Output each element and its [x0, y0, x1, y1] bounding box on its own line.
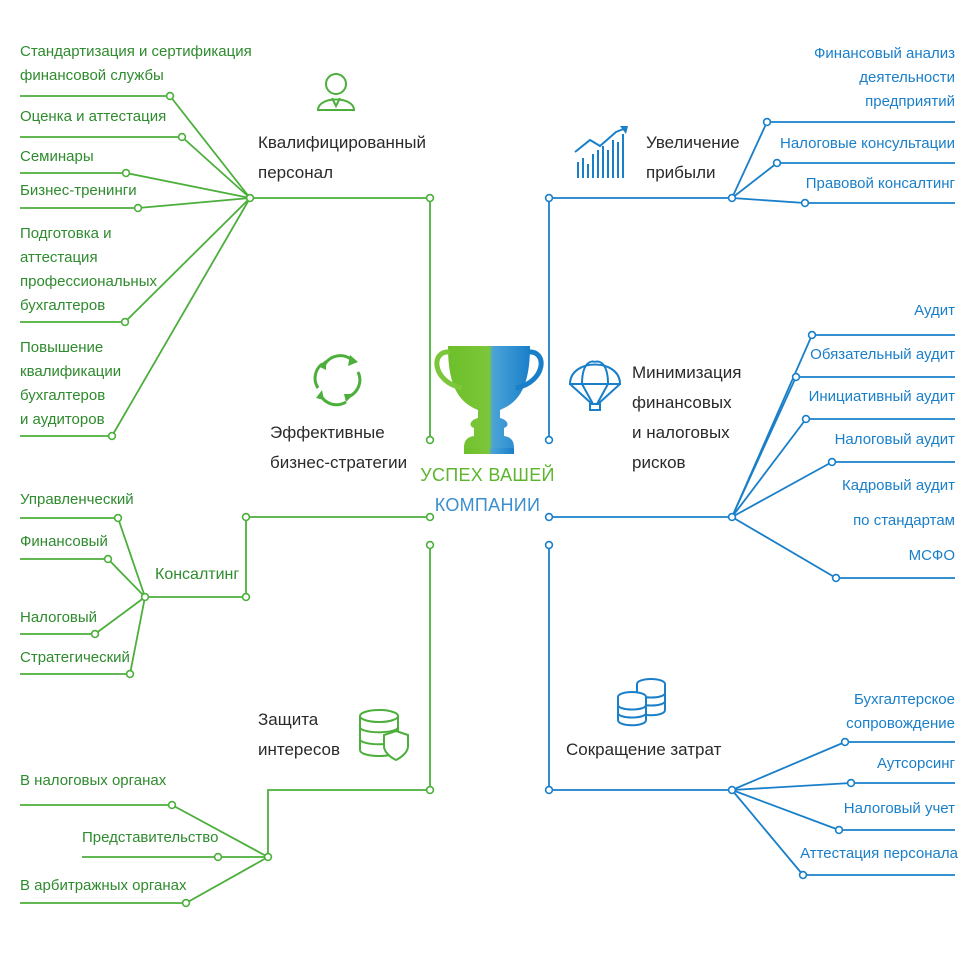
list-item: Аутсорсинг: [876, 755, 955, 772]
business-strategies-title: Эффективные бизнес-стратегии: [270, 423, 408, 472]
list-item: Повышение квалификации бухгалтеров и ауд…: [20, 339, 122, 428]
person-icon: [316, 73, 356, 111]
parachute-icon: [568, 360, 622, 411]
refresh-icon: [313, 354, 362, 407]
consulting-label: Консалтинг: [155, 566, 240, 583]
list-item: МСФО: [908, 547, 955, 564]
list-item: В арбитражных органах: [20, 877, 187, 894]
list-item: Стратегический: [20, 649, 130, 666]
list-item: Налоговый аудит: [834, 431, 955, 448]
list-item: Управленческий: [20, 491, 134, 508]
list-item: Оценка и аттестация: [20, 108, 167, 125]
list-item: Аттестация персонала: [800, 845, 958, 862]
list-item: В налоговых органах: [20, 772, 167, 789]
coins-stack-icon: [617, 678, 666, 727]
list-item: Обязательный аудит: [810, 346, 955, 363]
list-item: по стандартам: [853, 512, 955, 529]
database-shield-icon: [359, 709, 409, 762]
cost-reduction-title: Сокращение затрат: [566, 740, 722, 759]
list-item: Подготовка и аттестация профессиональных…: [20, 225, 157, 314]
center-title-line2: КОМПАНИИ: [434, 495, 541, 515]
list-item: Представительство: [82, 829, 219, 846]
list-item: Налоговые консультации: [780, 135, 955, 152]
growth-chart-icon: [574, 126, 628, 178]
list-item: Стандартизация и сертификация финансовой…: [20, 43, 252, 84]
center-title: УСПЕХ ВАШЕЙ КОМПАНИИ: [420, 460, 555, 520]
risk-minimization-title: Минимизация финансовых и налоговых риско…: [632, 363, 742, 472]
list-item: Финансовый: [20, 533, 108, 550]
list-item: Финансовый анализ деятельности предприят…: [814, 45, 955, 110]
list-item: Бизнес-тренинги: [20, 182, 137, 199]
trophy-icon: [434, 346, 544, 454]
list-item: Инициативный аудит: [808, 388, 955, 405]
qualified-staff-title: Квалифицированный персонал: [258, 133, 427, 182]
list-item: Кадровый аудит: [842, 477, 955, 494]
list-item: Бухгалтерское сопровождение: [846, 691, 955, 732]
list-item: Аудит: [914, 302, 955, 319]
profit-growth-title: Увеличение прибыли: [646, 133, 740, 182]
protection-title: Защита интересов: [258, 710, 341, 759]
center-title-line1: УСПЕХ ВАШЕЙ: [420, 465, 555, 485]
list-item: Налоговый учет: [843, 800, 955, 817]
list-item: Правовой консалтинг: [805, 175, 955, 192]
list-item: Налоговый: [20, 609, 98, 626]
list-item: Семинары: [20, 148, 94, 165]
